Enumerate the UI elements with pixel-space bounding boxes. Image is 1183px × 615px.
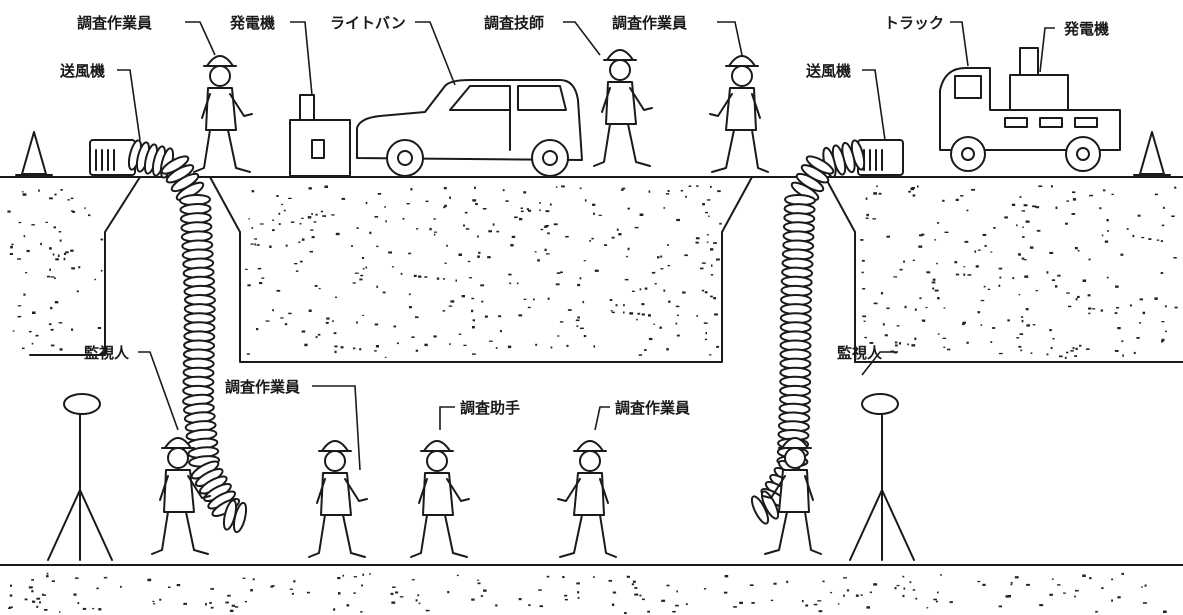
- traffic-cone-icon: [15, 131, 53, 176]
- label-worker-top-right: 調査作業員: [612, 14, 687, 32]
- label-blower-left: 送風機: [59, 62, 105, 80]
- worker-icon: [308, 440, 368, 558]
- worker-icon: [193, 55, 253, 173]
- label-generator-left: 発電機: [229, 14, 275, 32]
- label-engineer: 調査技師: [484, 14, 544, 32]
- workers: [151, 49, 822, 558]
- worker-icon: [557, 440, 617, 558]
- label-light-van: ライトバン: [330, 14, 406, 32]
- worker-icon: [151, 437, 211, 555]
- van-icon: [356, 79, 583, 177]
- label-worker-tunnel-right: 調査作業員: [615, 399, 690, 417]
- label-truck: トラック: [884, 14, 944, 32]
- lamp-icon: [47, 393, 113, 561]
- label-blower-right: 送風機: [805, 62, 851, 80]
- label-assistant: 調査助手: [460, 399, 520, 417]
- label-monitor-left: 監視人: [84, 344, 130, 362]
- lamp-icon: [849, 393, 915, 561]
- blower-icon: [89, 139, 136, 176]
- traffic-cone-icon: [1133, 131, 1171, 176]
- duct-hose-icon: [127, 139, 248, 534]
- worker-icon: [593, 49, 653, 167]
- label-monitor-right: 監視人: [837, 344, 883, 362]
- labels: 調査作業員 発電機 ライトバン 調査技師 調査作業員 トラック 発電機 送風機 …: [59, 14, 1109, 417]
- label-generator-right: 発電機: [1063, 20, 1109, 38]
- worker-icon: [410, 440, 470, 558]
- label-worker-tunnel-left: 調査作業員: [225, 378, 300, 396]
- label-worker-top-left: 調査作業員: [77, 14, 152, 32]
- worker-icon: [762, 437, 822, 555]
- generator-icon: [289, 94, 351, 177]
- blower-icon: [857, 139, 904, 176]
- label-leaders: [117, 21, 1055, 471]
- truck-icon: [939, 47, 1121, 172]
- worker-icon: [709, 55, 769, 173]
- duct-hose-icon: [750, 139, 866, 525]
- soil-speckles: [7, 185, 1178, 615]
